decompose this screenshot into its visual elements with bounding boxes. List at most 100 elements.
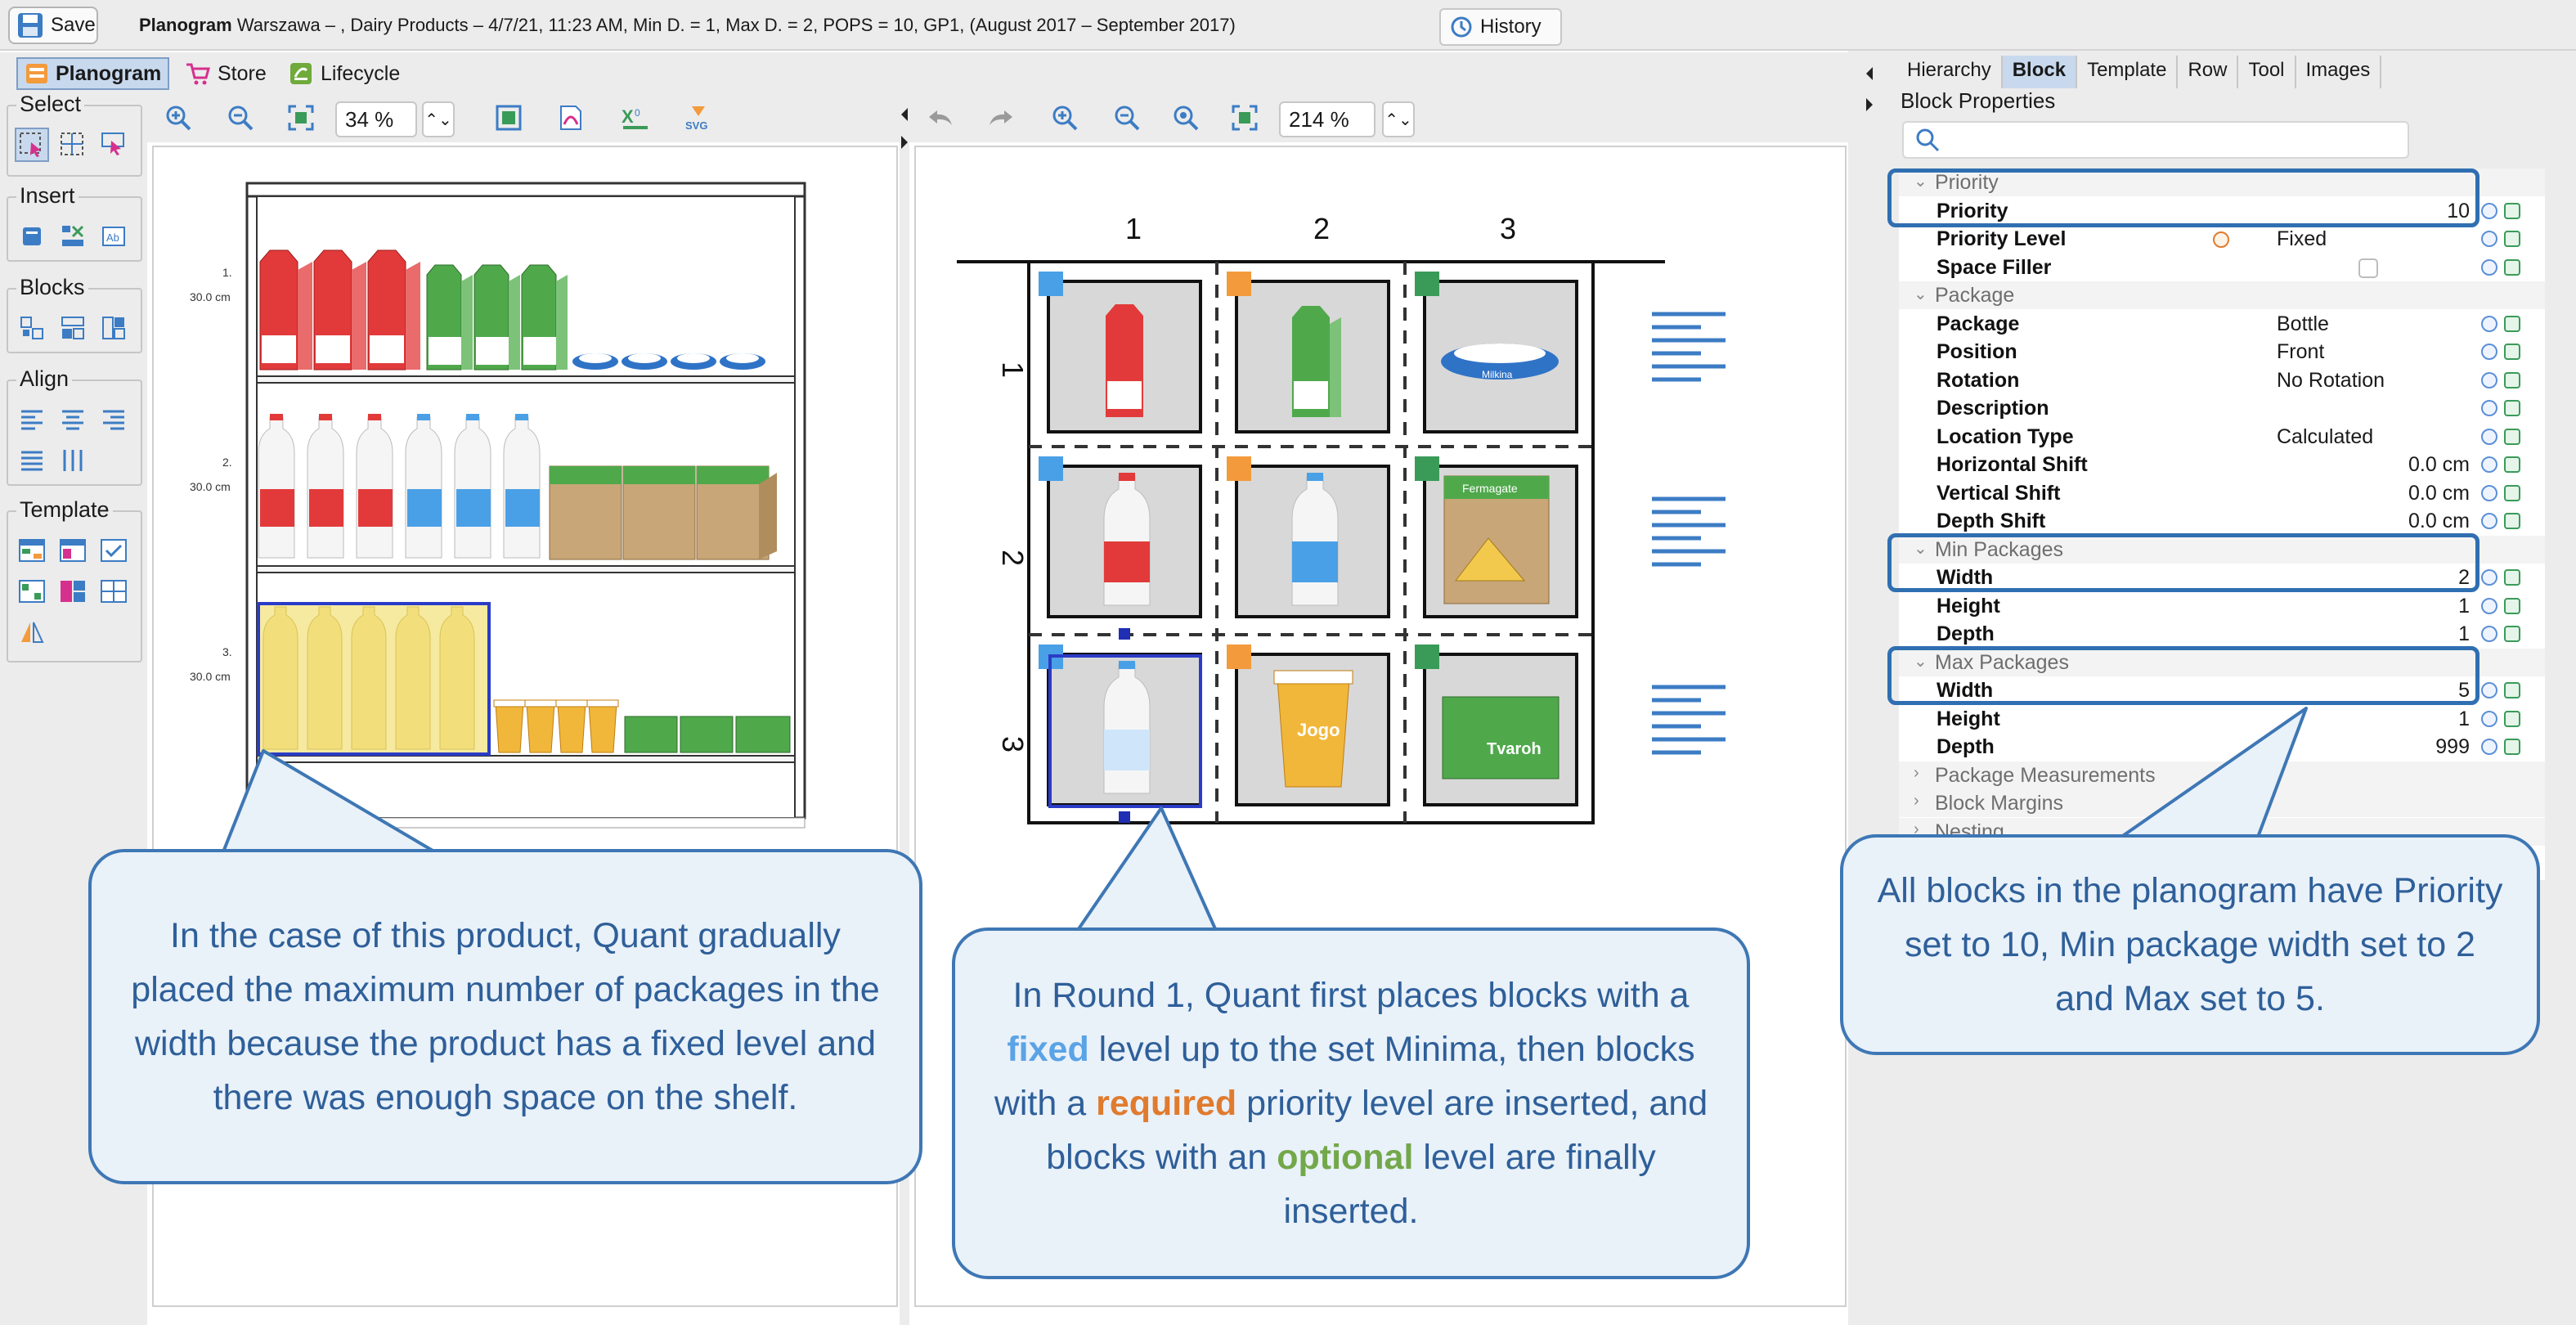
tab-hierarchy[interactable]: Hierarchy: [1897, 56, 2003, 88]
reset-icon[interactable]: [2481, 484, 2497, 501]
reset-icon[interactable]: [2481, 400, 2497, 416]
property-section-package[interactable]: ⌄Package: [1899, 281, 2545, 309]
property-value[interactable]: Fixed: [2277, 227, 2327, 250]
property-value[interactable]: Calculated: [2277, 424, 2374, 448]
property-value[interactable]: No Rotation: [2277, 368, 2385, 392]
align-justify-tool[interactable]: [15, 443, 49, 478]
property-value[interactable]: 0.0 cm: [2408, 453, 2470, 476]
block-cell-3-3[interactable]: Tvaroh: [1415, 645, 1578, 806]
property-section-min-packages[interactable]: ⌄Min Packages: [1899, 535, 2545, 564]
reset-icon[interactable]: [2481, 202, 2497, 219]
history-button[interactable]: History: [1439, 8, 1562, 46]
chevron-right-icon[interactable]: ›: [1914, 792, 1919, 810]
property-value[interactable]: 5: [2458, 679, 2470, 702]
template-tool-4[interactable]: [15, 574, 49, 609]
property-value[interactable]: 999: [2435, 735, 2470, 758]
block-cell-3-1[interactable]: [1039, 645, 1202, 806]
block-tool-1[interactable]: [15, 311, 49, 345]
block-cell-3-2[interactable]: Jogo: [1227, 645, 1390, 806]
property-search-input[interactable]: [1902, 121, 2409, 159]
reset-icon[interactable]: [2481, 710, 2497, 727]
block-cell-1-3[interactable]: Milkina: [1415, 272, 1578, 433]
edit-icon[interactable]: [2504, 597, 2520, 614]
property-value[interactable]: 1: [2458, 707, 2470, 730]
align-center-tool[interactable]: [56, 402, 90, 437]
align-right-tool[interactable]: [96, 402, 131, 437]
reset-icon[interactable]: [2481, 258, 2497, 276]
reset-icon[interactable]: [2481, 344, 2497, 360]
mid-zoom-in-button[interactable]: [1047, 101, 1083, 134]
property-section-package-measurements[interactable]: ›Package Measurements: [1899, 761, 2545, 789]
fit-button[interactable]: [283, 101, 319, 134]
select-grid-tool[interactable]: [56, 128, 90, 162]
chevron-down-icon[interactable]: ⌄: [1914, 539, 1928, 558]
property-value[interactable]: 0.0 cm: [2408, 510, 2470, 532]
select-tool[interactable]: [15, 128, 49, 162]
reset-icon[interactable]: [2481, 626, 2497, 642]
template-tool-3[interactable]: [96, 533, 131, 568]
redo-button[interactable]: [983, 101, 1019, 134]
insert-product-tool[interactable]: [56, 219, 90, 254]
tab-store[interactable]: Store: [178, 57, 273, 90]
reset-icon[interactable]: [2481, 456, 2497, 473]
property-section-priority[interactable]: ⌄Priority: [1899, 168, 2545, 196]
priority-level-radio-icon[interactable]: [2213, 231, 2229, 248]
chevron-down-icon[interactable]: ⌄: [1914, 652, 1928, 671]
align-left-tool[interactable]: [15, 402, 49, 437]
edit-icon[interactable]: [2504, 231, 2520, 247]
edit-icon[interactable]: [2504, 258, 2520, 276]
edit-icon[interactable]: [2504, 344, 2520, 360]
distribute-tool[interactable]: [56, 443, 90, 478]
pdf-button[interactable]: [553, 101, 589, 134]
reset-icon[interactable]: [2481, 315, 2497, 332]
chevron-down-icon[interactable]: ⌄: [1914, 285, 1928, 303]
edit-icon[interactable]: [2504, 569, 2520, 586]
property-section-block-margins[interactable]: ›Block Margins: [1899, 789, 2545, 817]
property-value[interactable]: Front: [2277, 340, 2325, 363]
property-value[interactable]: 1: [2458, 594, 2470, 618]
block-cell-1-1[interactable]: [1039, 272, 1202, 433]
edit-icon[interactable]: [2504, 739, 2520, 755]
chevron-right-icon[interactable]: ›: [1914, 820, 1919, 838]
tab-row[interactable]: Row: [2178, 56, 2239, 88]
block-cell-2-1[interactable]: [1039, 456, 1202, 618]
reset-icon[interactable]: [2481, 569, 2497, 586]
edit-icon[interactable]: [2504, 682, 2520, 698]
edit-icon[interactable]: [2504, 710, 2520, 727]
property-value[interactable]: 10: [2447, 199, 2470, 222]
chevron-down-icon[interactable]: ⌄: [1914, 173, 1928, 191]
reset-icon[interactable]: [2481, 231, 2497, 247]
chevron-right-icon[interactable]: ›: [1914, 763, 1919, 782]
zoom-actual-button[interactable]: [1168, 101, 1204, 134]
svg-button[interactable]: SVG: [680, 101, 716, 134]
edit-icon[interactable]: [2504, 400, 2520, 416]
left-zoom-field[interactable]: 34 %: [335, 101, 417, 137]
tab-block[interactable]: Block: [2002, 56, 2078, 88]
mid-zoom-field[interactable]: 214 %: [1279, 101, 1376, 137]
mid-fit-button[interactable]: [1227, 101, 1263, 134]
property-row-space-filler[interactable]: Space Filler: [1899, 254, 2545, 281]
mid-zoom-out-button[interactable]: [1109, 101, 1145, 134]
tab-template[interactable]: Template: [2077, 56, 2179, 88]
edit-icon[interactable]: [2504, 626, 2520, 642]
edit-icon[interactable]: [2504, 428, 2520, 445]
template-tool-6[interactable]: [96, 574, 131, 609]
property-row-description[interactable]: Description: [1899, 394, 2545, 422]
reset-icon[interactable]: [2481, 428, 2497, 445]
edit-icon[interactable]: [2504, 202, 2520, 219]
image-button[interactable]: [491, 101, 527, 134]
left-zoom-stepper[interactable]: ⌃⌄: [422, 101, 455, 137]
edit-icon[interactable]: [2504, 371, 2520, 389]
template-tool-5[interactable]: [56, 574, 90, 609]
tab-tool[interactable]: Tool: [2238, 56, 2296, 88]
